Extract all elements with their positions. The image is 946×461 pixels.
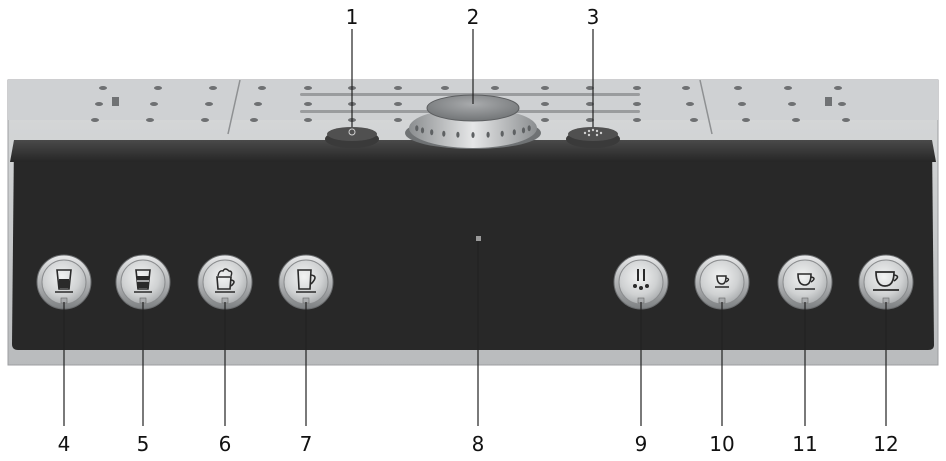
grid-dot <box>686 102 694 106</box>
grid-dot <box>146 118 154 122</box>
grid-dot <box>258 86 266 90</box>
grid-dot <box>154 86 162 90</box>
grid-dot <box>633 118 641 122</box>
grid-dot <box>792 118 800 122</box>
half-glass-icon <box>134 269 152 293</box>
grid-dot <box>734 86 742 90</box>
foam-cup-icon <box>215 268 235 293</box>
grid-dot <box>541 102 549 106</box>
rotary-notch <box>512 129 516 136</box>
rotary-notch <box>471 132 475 138</box>
rotary-notch <box>527 125 531 132</box>
rotary-notch <box>420 127 425 134</box>
grid-dot <box>205 102 213 106</box>
product-button-3[interactable] <box>197 254 253 310</box>
rotary-notch <box>486 131 490 138</box>
grid-dot <box>586 102 594 106</box>
rotary-notch <box>456 131 460 138</box>
callout-number: 8 <box>472 432 485 456</box>
grid-dot <box>150 102 158 106</box>
callout-number: 1 <box>346 5 359 29</box>
product-button-7[interactable] <box>777 254 833 310</box>
rotary-notch <box>500 130 504 137</box>
product-button-1[interactable] <box>36 254 92 310</box>
top-slots <box>112 93 832 113</box>
callout-number: 3 <box>587 5 600 29</box>
product-button-5[interactable] <box>613 254 669 310</box>
grid-dot <box>201 118 209 122</box>
grid-dot <box>742 118 750 122</box>
grid-dot <box>633 86 641 90</box>
product-buttons <box>36 254 914 310</box>
power-icon <box>348 128 356 136</box>
callout-number: 5 <box>137 432 150 456</box>
grid-dot <box>491 86 499 90</box>
grid-dot <box>304 102 312 106</box>
grid-dot <box>633 102 641 106</box>
tall-glass-icon <box>55 269 73 293</box>
callout-number: 7 <box>300 432 313 456</box>
small-cup-icon <box>715 275 730 288</box>
large-cup-icon <box>873 271 899 291</box>
grid-dot <box>441 86 449 90</box>
grid-dot <box>394 118 402 122</box>
spray-button[interactable] <box>566 127 620 148</box>
on-off-switch[interactable] <box>325 127 379 148</box>
grid-dot <box>541 86 549 90</box>
grid-dot <box>394 102 402 106</box>
product-button-2[interactable] <box>115 254 171 310</box>
grid-dot <box>304 86 312 90</box>
grid-dot <box>784 86 792 90</box>
product-button-8[interactable] <box>858 254 914 310</box>
callout-number: 10 <box>709 432 734 456</box>
callout-number: 9 <box>635 432 648 456</box>
control-panel <box>10 140 936 350</box>
grid-dot <box>682 86 690 90</box>
grid-dot <box>838 102 846 106</box>
grid-dot <box>250 118 258 122</box>
grid-dot <box>834 86 842 90</box>
callout-number: 11 <box>792 432 817 456</box>
grid-dot <box>99 86 107 90</box>
dots-icon <box>583 128 603 137</box>
grid-dot <box>394 86 402 90</box>
status-light <box>476 236 481 241</box>
grid-dot <box>95 102 103 106</box>
rotary-notch <box>415 125 419 132</box>
grid-dot <box>541 118 549 122</box>
rotary-switch-notches <box>415 125 531 138</box>
callout-number: 2 <box>467 5 480 29</box>
medium-cup-icon <box>795 273 815 290</box>
callout-number: 12 <box>873 432 898 456</box>
grid-dot <box>209 86 217 90</box>
grid-dot <box>254 102 262 106</box>
rotary-notch <box>430 129 434 136</box>
grid-dot <box>690 118 698 122</box>
mug-icon <box>296 269 316 293</box>
rotary-notch <box>442 130 446 137</box>
callout-number: 4 <box>58 432 71 456</box>
product-button-6[interactable] <box>694 254 750 310</box>
grid-dot <box>91 118 99 122</box>
grid-dot <box>586 118 594 122</box>
grid-dot <box>586 86 594 90</box>
grid-dot <box>788 102 796 106</box>
rotary-notch <box>521 127 526 134</box>
grid-dot <box>304 118 312 122</box>
grid-dot <box>738 102 746 106</box>
cup-warmer-grid <box>91 86 850 122</box>
callout-number: 6 <box>219 432 232 456</box>
grid-dot <box>842 118 850 122</box>
rotary-switch[interactable] <box>405 94 541 149</box>
product-button-4[interactable] <box>278 254 334 310</box>
hot-water-icon <box>633 269 649 290</box>
